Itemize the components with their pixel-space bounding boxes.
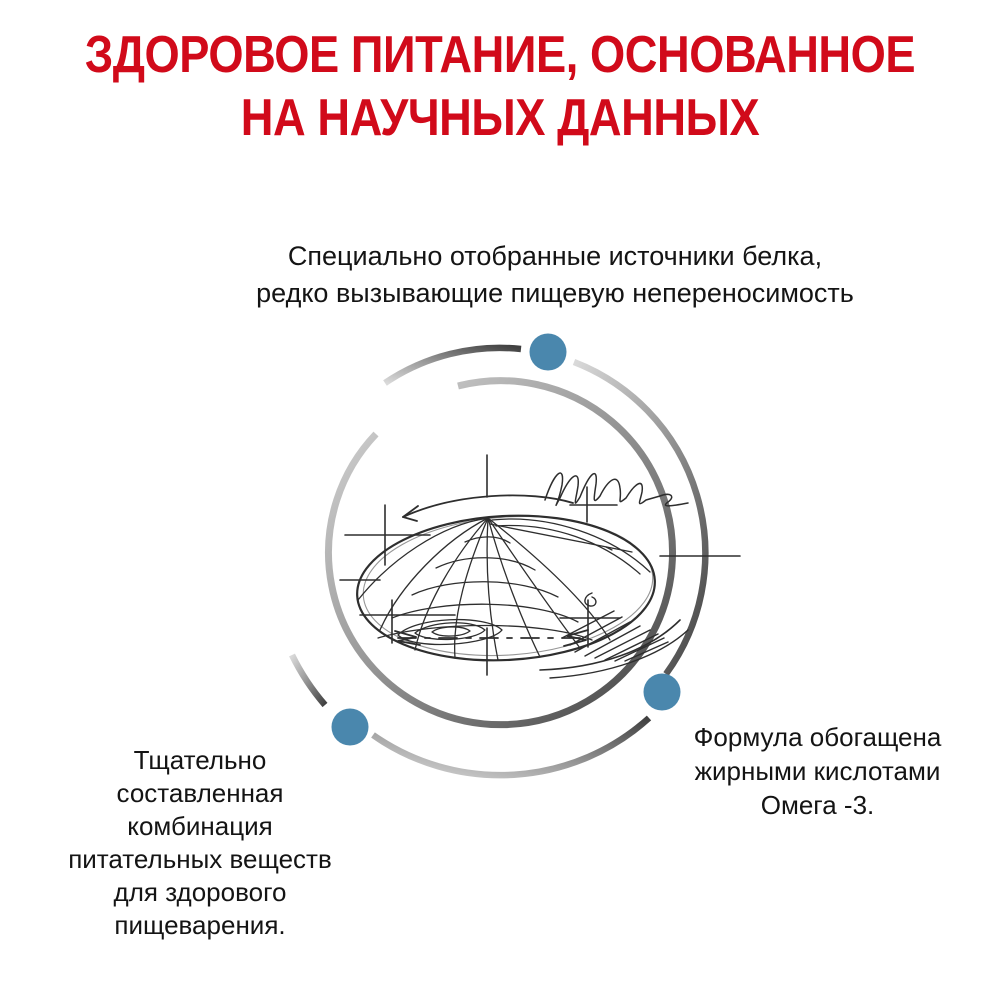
outer-orbit-arc-left (289, 653, 328, 708)
inner-orbit-arc (325, 377, 677, 729)
kibble-sketch-icon (339, 454, 741, 679)
callout-protein-sources: Специально отобранные источники белка, р… (256, 241, 854, 308)
callout-digestion: Тщательно составленная комбинация питате… (68, 745, 332, 940)
feature-dot-top (529, 333, 567, 371)
kibble-diagram-svg (289, 333, 741, 779)
page-title: ЗДОРОВОЕ ПИТАНИЕ, ОСНОВАННОЕ НА НАУЧНЫХ … (84, 26, 916, 147)
outer-orbit-arc-top (383, 344, 522, 386)
outer-orbit-arc-right (572, 358, 709, 676)
kibble-diagram (240, 300, 770, 800)
outer-orbit-arc-bottom (371, 715, 652, 779)
feature-dot-bottom-left (331, 708, 369, 746)
signature-scribble (544, 472, 689, 507)
orbit-arcs (289, 344, 709, 779)
feature-dot-bottom-right (643, 673, 681, 711)
callout-omega3: Формула обогащена жирными кислотами Омег… (693, 722, 942, 820)
feature-dots (331, 333, 681, 746)
